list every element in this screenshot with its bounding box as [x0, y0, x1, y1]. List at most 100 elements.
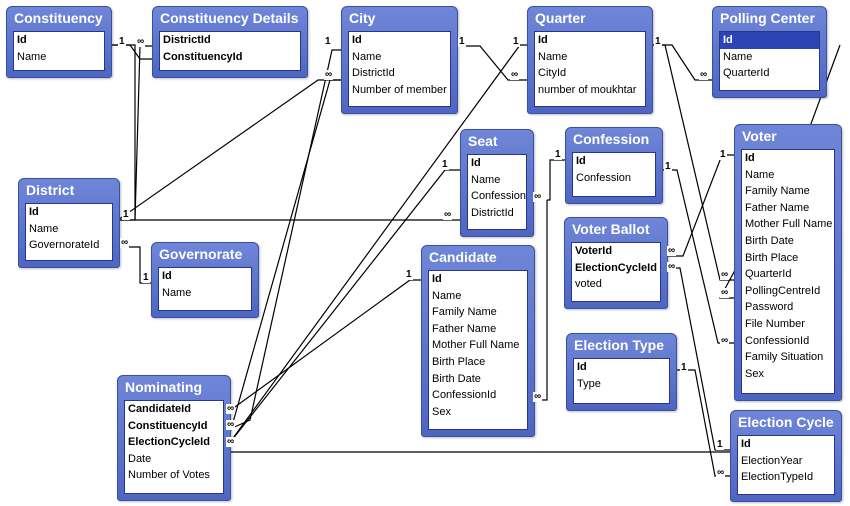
field-row[interactable]: CityId	[538, 67, 567, 80]
field-row[interactable]: QuarterId	[745, 268, 792, 281]
table-title: Governorate	[159, 246, 243, 262]
field-row[interactable]: ElectionTypeId	[741, 471, 814, 484]
polling-center-table[interactable]: Polling Center Id Name QuarterId	[712, 6, 827, 98]
field-row[interactable]: Name	[723, 50, 753, 63]
field-row[interactable]: Mother Full Name	[432, 339, 520, 352]
field-list: Id Name DistrictId Number of member	[348, 31, 451, 107]
district-table[interactable]: District Id Name GovernorateId	[18, 178, 120, 268]
confession-table[interactable]: Confession Id Confession	[565, 127, 663, 204]
field-row[interactable]: DistrictId	[163, 34, 211, 46]
field-row[interactable]: Name	[162, 286, 192, 299]
constituency-details-table[interactable]: Constituency Details DistrictId Constitu…	[152, 6, 308, 78]
field-row[interactable]: Id	[29, 206, 39, 218]
cardinality-many-label: ∞	[226, 419, 236, 430]
field-row[interactable]: Id	[17, 34, 27, 46]
field-row[interactable]: ConfessionId	[432, 389, 497, 402]
table-title: City	[349, 10, 376, 26]
field-row[interactable]: Confession	[576, 171, 632, 184]
field-row-selected[interactable]: Id	[720, 32, 819, 49]
voter-ballot-table[interactable]: Voter Ballot VoterId ElectionCycleId vot…	[564, 217, 668, 309]
field-row[interactable]: Family Name	[745, 185, 810, 198]
field-row[interactable]: QuarterId	[723, 67, 770, 80]
field-row[interactable]: ConstituencyId	[163, 50, 243, 63]
governorate-table[interactable]: Governorate Id Name	[151, 242, 259, 318]
field-list: CandidateId ConstituencyId ElectionCycle…	[124, 400, 224, 494]
seat-table[interactable]: Seat Id Name Confession DistrictId	[460, 129, 534, 237]
cardinality-many-label: ∞	[699, 69, 709, 80]
field-row[interactable]: Birth Place	[745, 251, 799, 264]
field-row[interactable]: Family Name	[432, 306, 497, 319]
field-row[interactable]: Sex	[745, 367, 764, 380]
field-row[interactable]: voted	[575, 278, 602, 291]
field-row[interactable]: Password	[745, 301, 794, 314]
table-title: Candidate	[429, 249, 497, 265]
cardinality-many-label: ∞	[720, 269, 730, 280]
quarter-table[interactable]: Quarter Id Name CityId number of moukhta…	[527, 6, 653, 114]
table-title: Quarter	[535, 10, 586, 26]
relationship-quarter-nominating	[227, 44, 528, 446]
field-row[interactable]: CandidateId	[128, 403, 191, 415]
constituency-table[interactable]: Constituency Id Name	[6, 6, 112, 78]
field-list: Id Name GovernorateId	[25, 203, 113, 261]
field-row[interactable]: Father Name	[432, 322, 497, 335]
relationship-seat-nominating	[227, 169, 461, 446]
election-cycle-table[interactable]: Election Cycle Id ElectionYear ElectionT…	[730, 410, 842, 502]
field-row[interactable]: Id	[577, 361, 587, 373]
field-row[interactable]: Number of Votes	[128, 469, 210, 482]
relationship-confession-seat	[547, 159, 566, 201]
field-row[interactable]: Id	[741, 438, 751, 450]
field-row[interactable]: Birth Date	[745, 234, 794, 247]
field-row[interactable]: Id	[471, 157, 481, 169]
field-row[interactable]: DistrictId	[471, 206, 514, 219]
field-row[interactable]: ConstituencyId	[128, 419, 208, 432]
voter-table[interactable]: Voter Id Name Family Name Father Name Mo…	[734, 124, 842, 401]
field-row[interactable]: Date	[128, 452, 152, 465]
table-title: Voter	[742, 128, 777, 144]
field-row[interactable]: Sex	[432, 405, 451, 418]
candidate-table[interactable]: Candidate Id Name Family Name Father Nam…	[421, 245, 535, 437]
field-row[interactable]: DistrictId	[352, 67, 395, 80]
field-list: Id ElectionYear ElectionTypeId	[737, 435, 835, 495]
field-row[interactable]: Father Name	[745, 201, 810, 214]
field-row[interactable]: Birth Date	[432, 372, 481, 385]
field-row[interactable]: Name	[745, 168, 775, 181]
field-row[interactable]: GovernorateId	[29, 239, 100, 252]
field-row[interactable]: ElectionCycleId	[575, 261, 657, 274]
cardinality-many-label: ∞	[226, 403, 236, 414]
field-row[interactable]: Name	[471, 173, 501, 186]
field-row[interactable]: Name	[538, 50, 568, 63]
field-row[interactable]: Confession	[471, 190, 527, 203]
field-row[interactable]: Id	[352, 34, 362, 46]
field-row[interactable]: Name	[29, 222, 59, 235]
field-row[interactable]: Number of member	[352, 83, 447, 96]
field-row[interactable]: Id	[538, 34, 548, 46]
field-row[interactable]: Type	[577, 377, 601, 390]
field-row[interactable]: Id	[576, 155, 586, 167]
nominating-table[interactable]: Nominating CandidateId ConstituencyId El…	[117, 375, 231, 501]
table-title: Election Type	[574, 337, 664, 353]
field-row[interactable]: VoterId	[575, 245, 613, 257]
field-row[interactable]: number of moukhtar	[538, 83, 637, 96]
field-row[interactable]: Id	[432, 273, 442, 285]
city-table[interactable]: City Id Name DistrictId Number of member	[341, 6, 458, 114]
field-row[interactable]: Mother Full Name	[745, 218, 833, 231]
field-row[interactable]: File Number	[745, 317, 805, 330]
field-row[interactable]: Birth Place	[432, 355, 486, 368]
field-row[interactable]: Id	[745, 152, 755, 164]
relationship-constituency-constituency-details	[110, 44, 154, 60]
cardinality-many-label: ∞	[324, 69, 334, 80]
cardinality-many-label: ∞	[443, 209, 453, 220]
field-row[interactable]: Id	[162, 270, 172, 282]
field-row[interactable]: ElectionYear	[741, 454, 803, 467]
cardinality-one-label: 1	[142, 272, 150, 283]
field-row[interactable]: ConfessionId	[745, 334, 810, 347]
field-row[interactable]: PollingCentreId	[745, 284, 821, 297]
field-list: Id Name Family Name Father Name Mother F…	[428, 270, 528, 430]
field-row[interactable]: Name	[352, 50, 382, 63]
cardinality-many-label: ∞	[716, 467, 726, 478]
field-row[interactable]: Name	[432, 289, 462, 302]
field-row[interactable]: Family Situation	[745, 351, 824, 364]
election-type-table[interactable]: Election Type Id Type	[566, 333, 677, 411]
field-row[interactable]: ElectionCycleId	[128, 436, 210, 449]
field-row[interactable]: Name	[17, 50, 47, 63]
